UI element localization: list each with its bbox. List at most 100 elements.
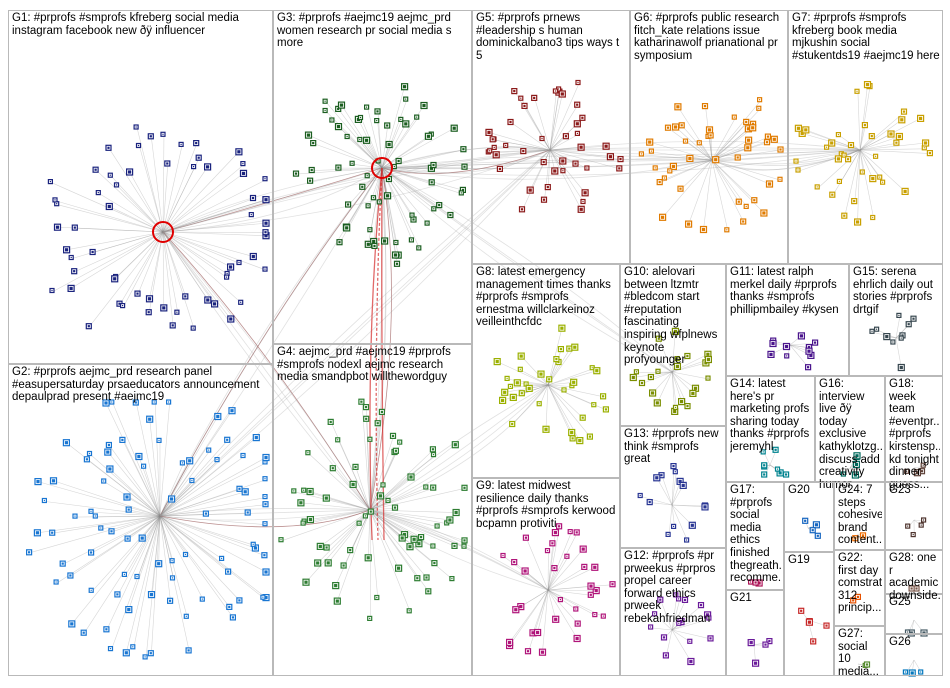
node-fill-g1 (213, 302, 217, 306)
edge-g7 (798, 149, 861, 172)
node-fill-g2 (263, 554, 266, 557)
node-fill-g21 (754, 661, 758, 665)
node-fill-g6 (640, 153, 642, 155)
group-label-g21: G21 (730, 592, 752, 604)
node-fill-g5 (520, 208, 524, 211)
edge-g2 (71, 515, 161, 625)
node-fill-g2 (246, 511, 249, 514)
edge-g7 (859, 142, 897, 151)
node-fill-g7 (870, 135, 873, 138)
cross-edge (369, 509, 549, 591)
edge-g1 (162, 231, 209, 301)
node-fill-g13 (667, 533, 669, 535)
node-fill-g1 (166, 162, 169, 165)
node-fill-g10 (706, 352, 710, 356)
node-fill-g4 (408, 610, 410, 612)
edge-g2 (159, 463, 184, 517)
node-fill-g10 (676, 358, 678, 360)
cross-edge (162, 167, 383, 233)
edge-g4 (336, 509, 371, 602)
node-fill-g3 (312, 142, 315, 145)
edge-g4 (369, 509, 466, 548)
node-fill-g5 (577, 81, 579, 84)
edge-g1 (119, 231, 164, 305)
group-label-g18: G18: week team #eventpr... #prprofs kirs… (889, 378, 940, 491)
node-fill-g8 (591, 367, 593, 369)
edge-g4 (369, 509, 419, 579)
node-fill-g2 (88, 452, 91, 455)
edge-g3 (381, 167, 435, 210)
edge-g3 (325, 102, 383, 169)
node-fill-g5 (523, 104, 526, 107)
node-fill-g14 (774, 448, 777, 451)
node-fill-g9 (566, 555, 568, 557)
node-fill-g1 (56, 203, 58, 205)
edge-g9 (520, 589, 549, 607)
node-fill-g1 (264, 231, 267, 234)
edge-g6 (675, 126, 713, 161)
node-fill-g12 (706, 613, 710, 617)
edge-g5 (494, 139, 551, 151)
edge-g3 (381, 167, 464, 191)
node-fill-g12 (675, 594, 677, 596)
edge-g1 (162, 231, 215, 305)
edge-g6 (711, 159, 740, 203)
node-fill-g8 (519, 368, 521, 370)
node-fill-g9 (589, 584, 593, 588)
edge-g7 (827, 147, 861, 151)
node-fill-g3 (383, 239, 387, 243)
edge-g5 (549, 134, 579, 151)
edge-g11 (789, 344, 809, 368)
node-fill-g2 (264, 503, 267, 506)
edge-g7 (859, 149, 906, 192)
node-fill-g9 (558, 525, 561, 528)
node-fill-g2 (106, 450, 110, 454)
edge-g2 (144, 467, 161, 517)
node-fill-g4 (425, 576, 428, 579)
cross-edge (162, 231, 371, 511)
node-fill-g1 (264, 198, 268, 202)
edge-g2 (159, 479, 267, 517)
edge-g9 (547, 589, 579, 625)
node-fill-g5 (582, 200, 584, 203)
node-fill-g1 (229, 317, 233, 321)
edge-g2 (151, 515, 161, 654)
edge-g9 (514, 562, 549, 591)
node-fill-g2 (85, 458, 88, 461)
node-fill-g2 (185, 615, 187, 617)
edge-g2 (106, 515, 161, 630)
edge-g6 (652, 151, 713, 161)
node-fill-g2 (116, 593, 119, 596)
edge-g4 (369, 487, 427, 511)
node-fill-g3 (294, 172, 298, 175)
node-fill-g3 (387, 142, 391, 147)
node-fill-g1 (137, 144, 140, 147)
node-fill-g2 (109, 648, 112, 650)
node-fill-g2 (105, 628, 108, 631)
edge-g4 (300, 502, 371, 511)
edge-g1 (149, 231, 164, 299)
edge-g1 (162, 222, 267, 233)
node-fill-g1 (195, 142, 198, 145)
edge-g1 (150, 136, 164, 233)
node-fill-g24 (854, 537, 857, 540)
node-fill-g15 (898, 314, 900, 316)
node-fill-g11 (809, 353, 813, 357)
node-fill-g5 (576, 103, 579, 106)
node-fill-g5 (494, 153, 498, 157)
edge-g6 (711, 149, 782, 161)
edge-g5 (549, 149, 582, 210)
group-label-g19: G19 (788, 554, 810, 566)
node-fill-g2 (228, 605, 231, 608)
node-fill-g4 (334, 584, 338, 588)
node-fill-g9 (546, 550, 549, 552)
node-fill-g8 (559, 348, 562, 351)
edge-g1 (137, 231, 164, 295)
node-fill-g1 (226, 276, 228, 278)
node-fill-g7 (872, 216, 874, 219)
node-fill-g14 (762, 451, 764, 453)
node-fill-g1 (91, 250, 94, 254)
node-fill-g6 (746, 127, 750, 131)
group-label-g20: G20 (788, 484, 810, 496)
node-fill-g8 (515, 381, 519, 385)
